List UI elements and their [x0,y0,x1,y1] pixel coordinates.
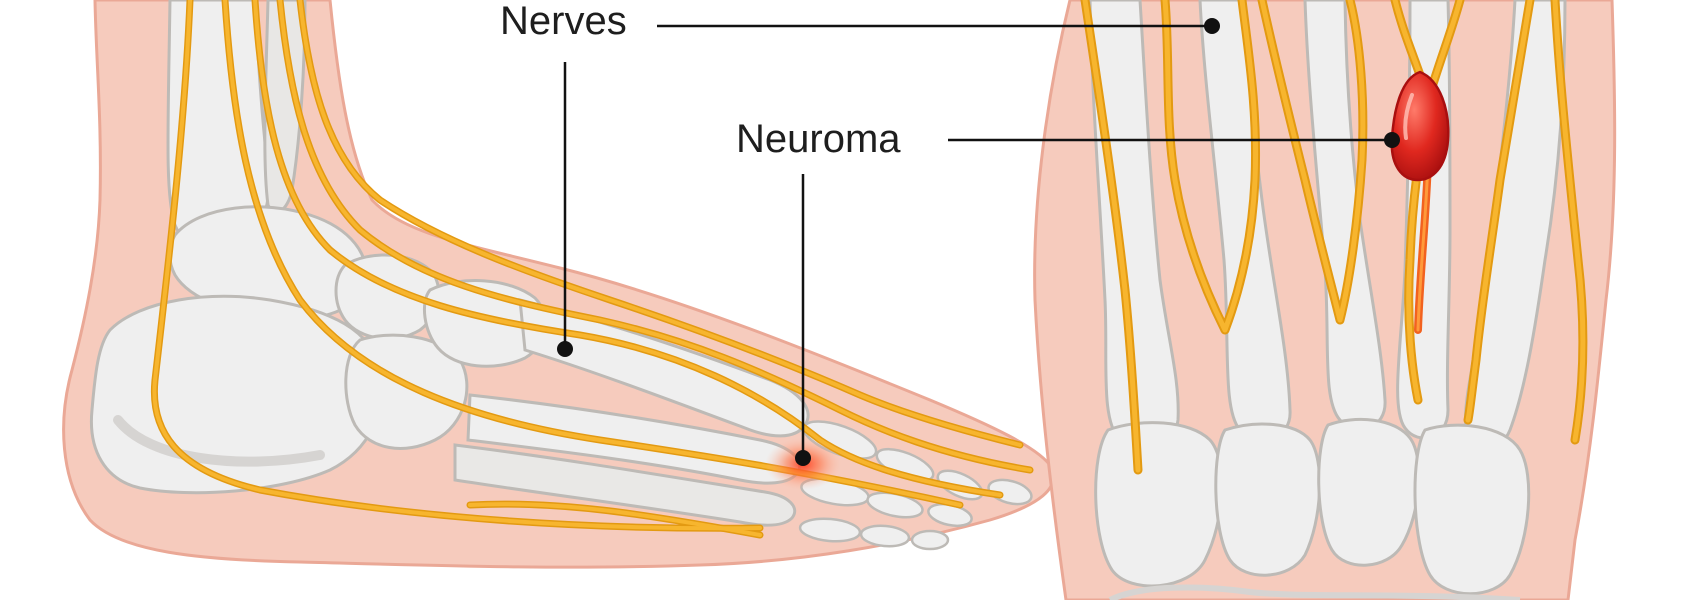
top-nerves [1080,0,1588,475]
top-cuboid [1413,423,1531,596]
neuroma-pointer-dot-side [795,450,811,466]
nerves-pointer-dot-side [557,341,573,357]
top-cuneiform-medial [1094,421,1224,588]
nerves-label: Nerves [500,0,627,43]
side-nerves [150,0,1034,539]
neuroma-pointer-dot-top [1384,132,1400,148]
nerves-callout: Nerves [500,0,1220,357]
top-cuneiform-lateral [1317,417,1421,567]
neuroma-callout: Neuroma [736,117,1400,466]
neuroma-label: Neuroma [736,117,901,161]
top-cuneiform-middle [1214,422,1322,577]
side-calcaneus [89,294,384,495]
top-neuroma-lump [1390,70,1450,182]
nerves-pointer-dot-top [1204,18,1220,34]
foot-top-view-illustration [1033,0,1617,600]
side-metatarsal-3 [453,443,797,527]
foot-side-view-illustration [62,0,1056,569]
